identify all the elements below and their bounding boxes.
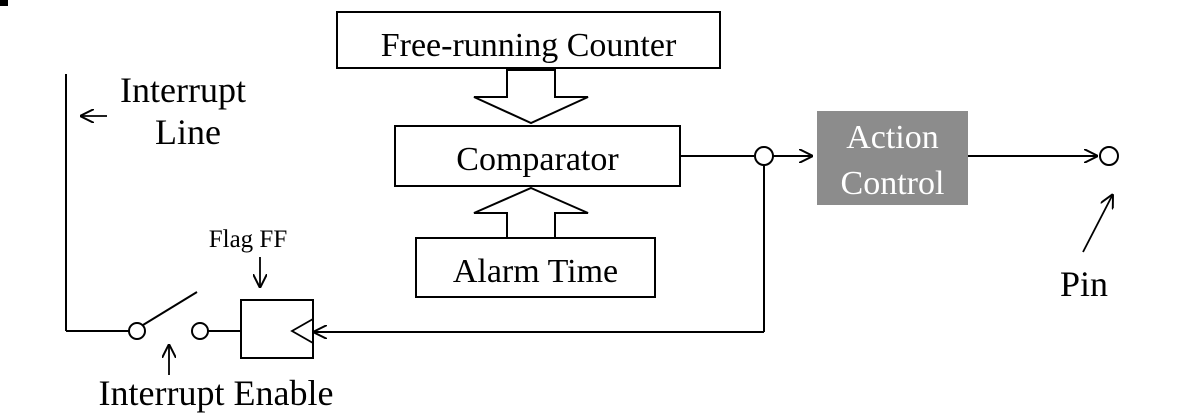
pin-terminal [1099,146,1119,166]
action-control-label-line2: Control [841,165,945,202]
action-control-label-line1: Action [846,119,939,156]
comparator-block [394,125,681,187]
counter-block [336,11,721,69]
switch-contact-right [191,322,209,340]
interrupt-line-label-line2: Line [155,112,221,152]
alarm-time-label: Alarm Time [453,253,618,290]
action-control-block [817,111,968,205]
pin-pointer-arrow [1082,194,1113,253]
interrupt-enable-label: Interrupt Enable [99,373,334,413]
switch-contact-left [128,322,146,340]
flag-ff-clock-triangle [290,318,314,344]
alarm-to-comparator-arrow [473,186,589,239]
interrupt-line-label-line1: Interrupt [120,70,246,110]
cropped-glyph-fragment [0,0,8,6]
alarm-time-block [415,237,656,298]
counter-label: Free-running Counter [381,27,677,64]
comparator-label: Comparator [456,141,619,178]
pin-label: Pin [1060,264,1108,304]
counter-to-comparator-arrow [473,69,589,125]
flag-ff-label: Flag FF [209,226,288,253]
switch-blade [142,291,198,326]
junction-node [754,146,774,166]
flag-ff-block [240,299,314,359]
